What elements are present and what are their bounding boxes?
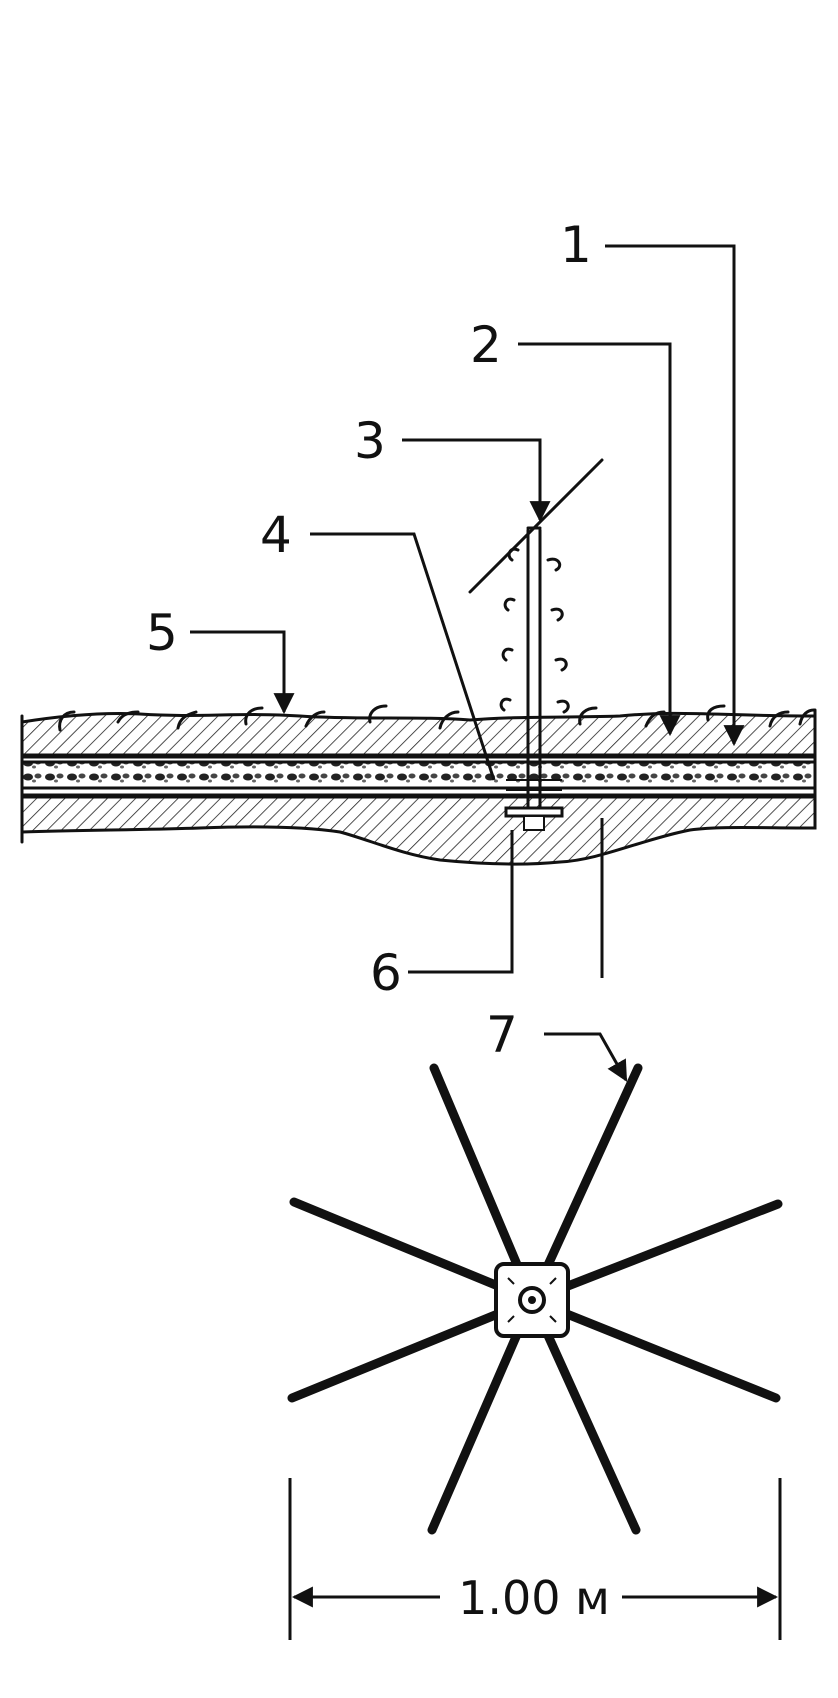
callout-leaders (190, 244, 745, 1082)
dimension: 1.00 м (288, 1478, 782, 1640)
grass-tufts (58, 704, 816, 732)
callout-3-label: 3 (354, 412, 386, 470)
callout-7-label: 7 (486, 1006, 518, 1064)
leader-6 (408, 830, 514, 974)
leader-4 (310, 532, 496, 781)
leader-1 (605, 244, 745, 747)
anchor-spokes (287, 1063, 783, 1535)
callout-2-label: 2 (470, 316, 502, 374)
leader-2 (518, 342, 681, 737)
anchor-base-plate (504, 779, 564, 831)
callout-labels: 1 2 3 4 5 6 7 (146, 216, 592, 1064)
rod-shoots (499, 547, 570, 714)
plan-view (287, 1063, 783, 1535)
leader-3 (402, 438, 551, 523)
callout-5-label: 5 (146, 604, 178, 662)
leader-7 (544, 1032, 628, 1082)
subsoil-layer (20, 795, 817, 866)
tilted-plate (468, 458, 604, 594)
cross-section (20, 458, 817, 866)
topsoil-layer (20, 711, 817, 757)
callout-4-label: 4 (260, 506, 292, 564)
leader-5 (190, 630, 295, 715)
callout-1-label: 1 (560, 216, 592, 274)
gravel-layer (22, 762, 815, 788)
callout-6-label: 6 (370, 944, 402, 1002)
dimension-label: 1.00 м (458, 1571, 610, 1625)
